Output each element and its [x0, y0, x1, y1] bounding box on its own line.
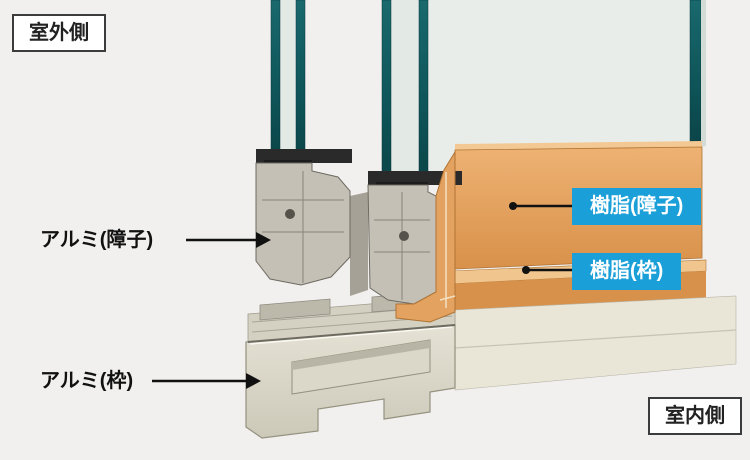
screw-port [285, 209, 295, 219]
aluminum-right-sash-cutface [367, 150, 462, 323]
sill-deck-seam [247, 324, 456, 343]
glazing-gasket [256, 149, 352, 163]
glass-pane [270, 0, 281, 168]
frame-indoor-seam [454, 329, 737, 349]
screw-port [399, 231, 409, 241]
aluminum-sash-chambers [262, 171, 344, 283]
aluminum-sill-cutface [245, 324, 456, 439]
resin-cladding-chambers [439, 172, 456, 308]
glass-edge-teal [689, 0, 702, 150]
dot-resin-waku [522, 266, 530, 274]
glazing-cavity [391, 0, 419, 186]
sill-hollow-shadow [292, 340, 430, 370]
aluminum-left-sash-cutface [255, 149, 352, 286]
resin-frame-callout: 樹脂(枠) [572, 253, 682, 290]
glazing-cavity [280, 0, 296, 164]
glass-pane [418, 0, 429, 190]
resin-cladding-cutface [395, 150, 456, 323]
glass-right-face [428, 0, 706, 178]
interlock-shadow-face [350, 192, 368, 296]
glass-edge-highlight [701, 0, 706, 147]
sill-rail [259, 298, 331, 321]
glazing-gasket [368, 171, 462, 185]
glass-face [428, 0, 690, 178]
glass-right-sash-panes [381, 0, 429, 190]
leader-lines [152, 202, 572, 389]
arrowhead-aluminum-shoji [256, 232, 271, 248]
arrowhead-aluminum-waku [246, 373, 261, 389]
resin-sash-callout: 樹脂(障子) [572, 188, 702, 225]
outdoor-side-label: 室外側 [12, 14, 106, 52]
sill-top-highlight [249, 326, 453, 345]
glass-left-sash-panes [270, 0, 306, 168]
dot-resin-shoji [509, 202, 517, 210]
indoor-side-label: 室内側 [648, 397, 742, 435]
aluminum-sash-label: アルミ(障子) [40, 229, 154, 251]
aluminum-sash-chambers [374, 192, 430, 300]
glass-pane [381, 0, 392, 190]
glass-pane [295, 0, 306, 168]
aluminum-frame-label: アルミ(枠) [40, 370, 134, 392]
